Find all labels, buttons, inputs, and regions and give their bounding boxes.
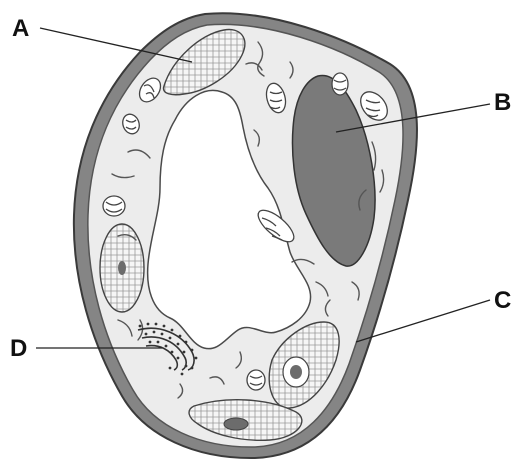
label-a: A <box>12 15 29 42</box>
chloroplast-left <box>100 224 144 312</box>
label-b: B <box>494 89 511 116</box>
label-d: D <box>10 335 27 362</box>
label-c: C <box>494 287 511 314</box>
